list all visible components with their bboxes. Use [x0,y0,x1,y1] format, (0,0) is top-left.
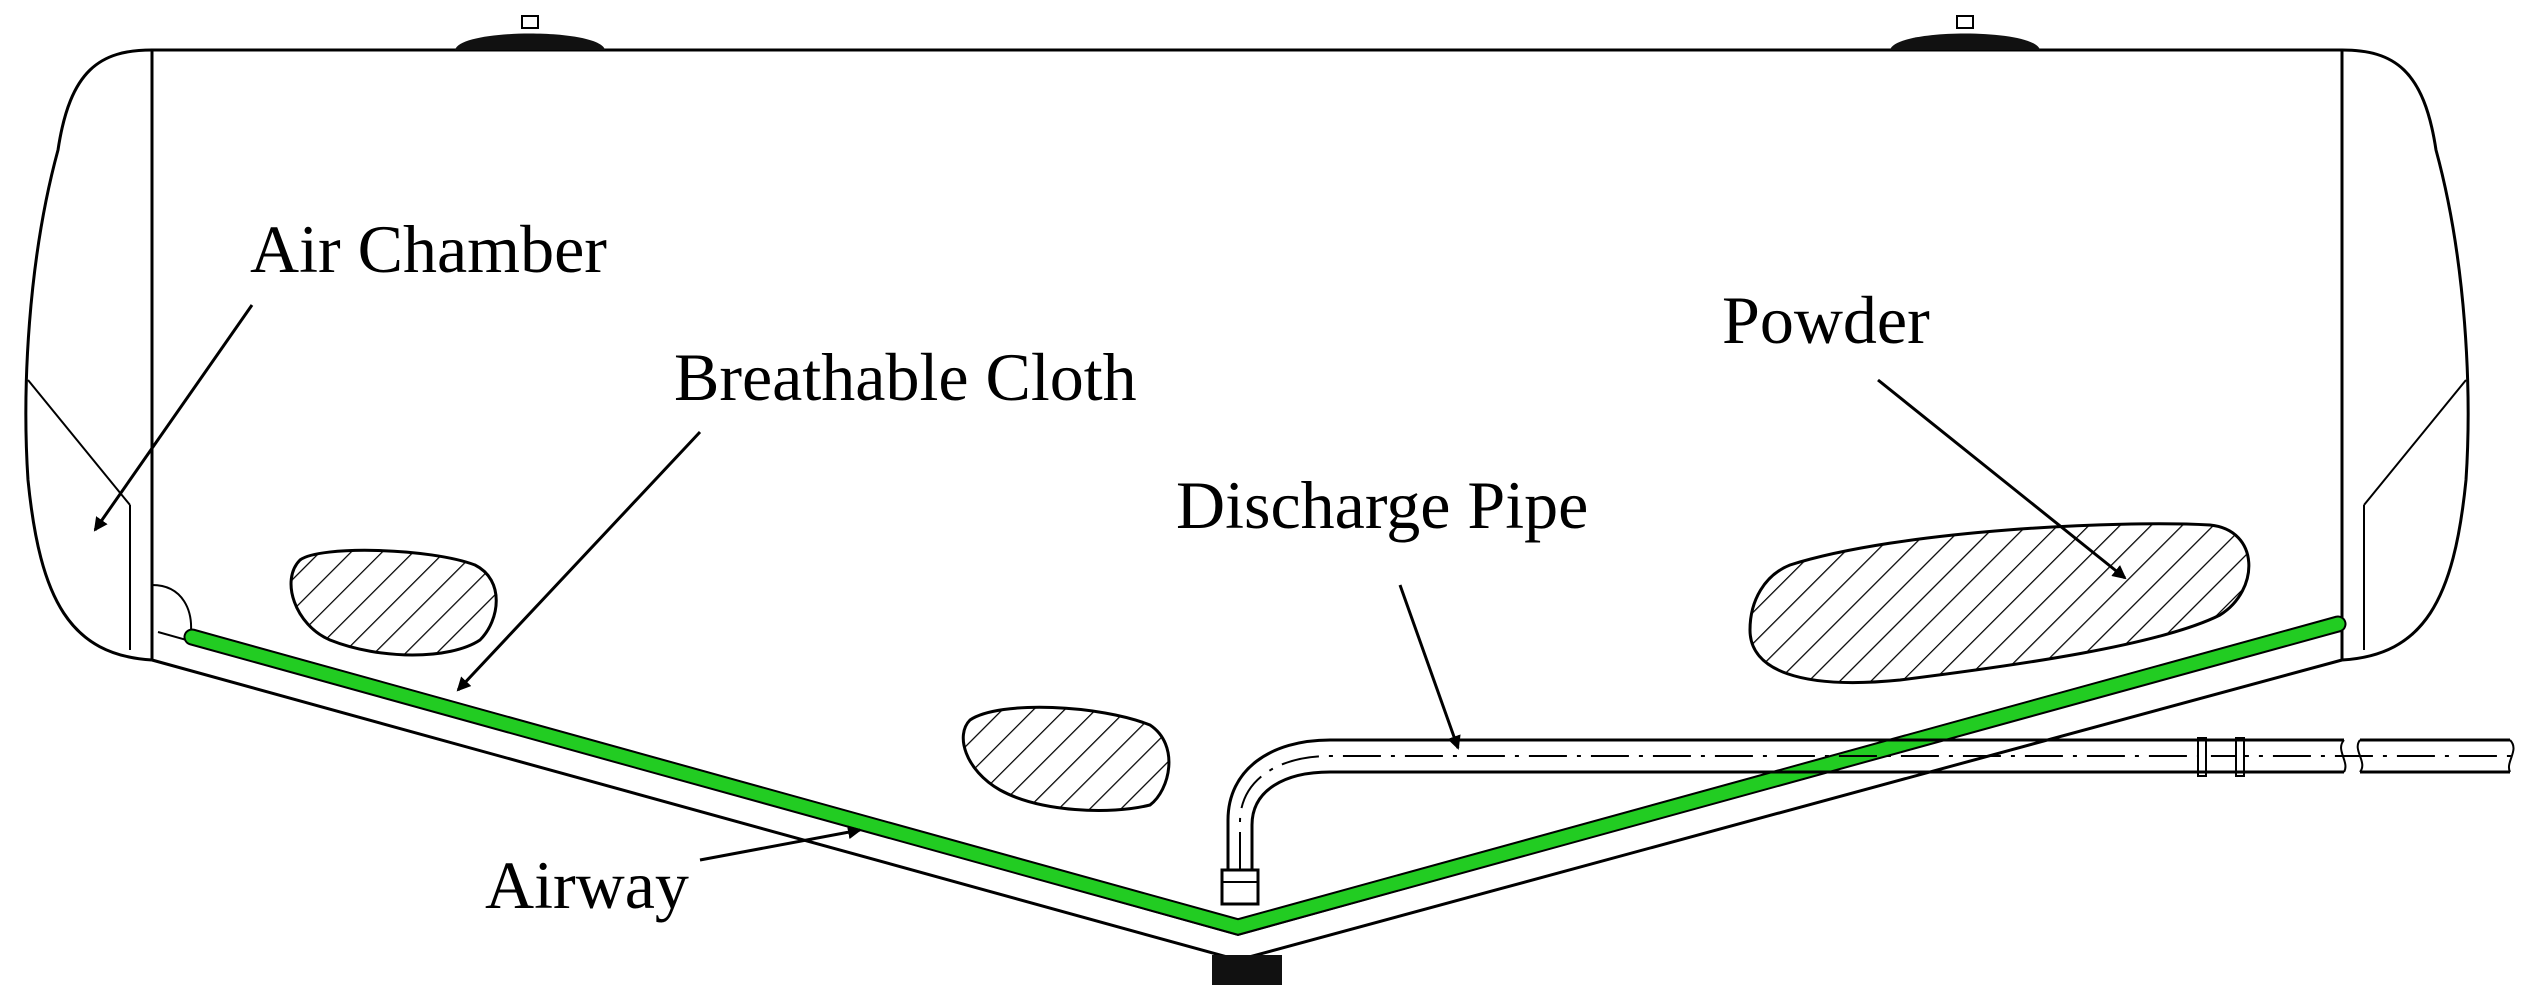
powder-arrow [1877,378,2127,580]
top-port-right [1890,15,2040,50]
powder-label: Powder [1722,282,1930,358]
discharge-pipe-arrow [1398,584,1461,750]
powder-blob-middle [961,705,1171,812]
airway-arrow [699,825,862,862]
discharge-pipe-label: Discharge Pipe [1176,467,1588,543]
breathable-cloth [183,615,2347,936]
air-chamber-label: Air Chamber [250,211,607,287]
powder-blob-right [1748,522,2251,684]
breathable-cloth-label: Breathable Cloth [674,339,1137,415]
breathable-cloth-arrow [456,430,702,692]
discharge-pipe [1220,737,2520,906]
powder-blob-left [289,548,498,657]
airway-label: Airway [485,847,689,923]
top-port-left [455,15,605,50]
bottom-outlet [1212,955,1282,985]
air-chamber-arrow [93,304,254,532]
